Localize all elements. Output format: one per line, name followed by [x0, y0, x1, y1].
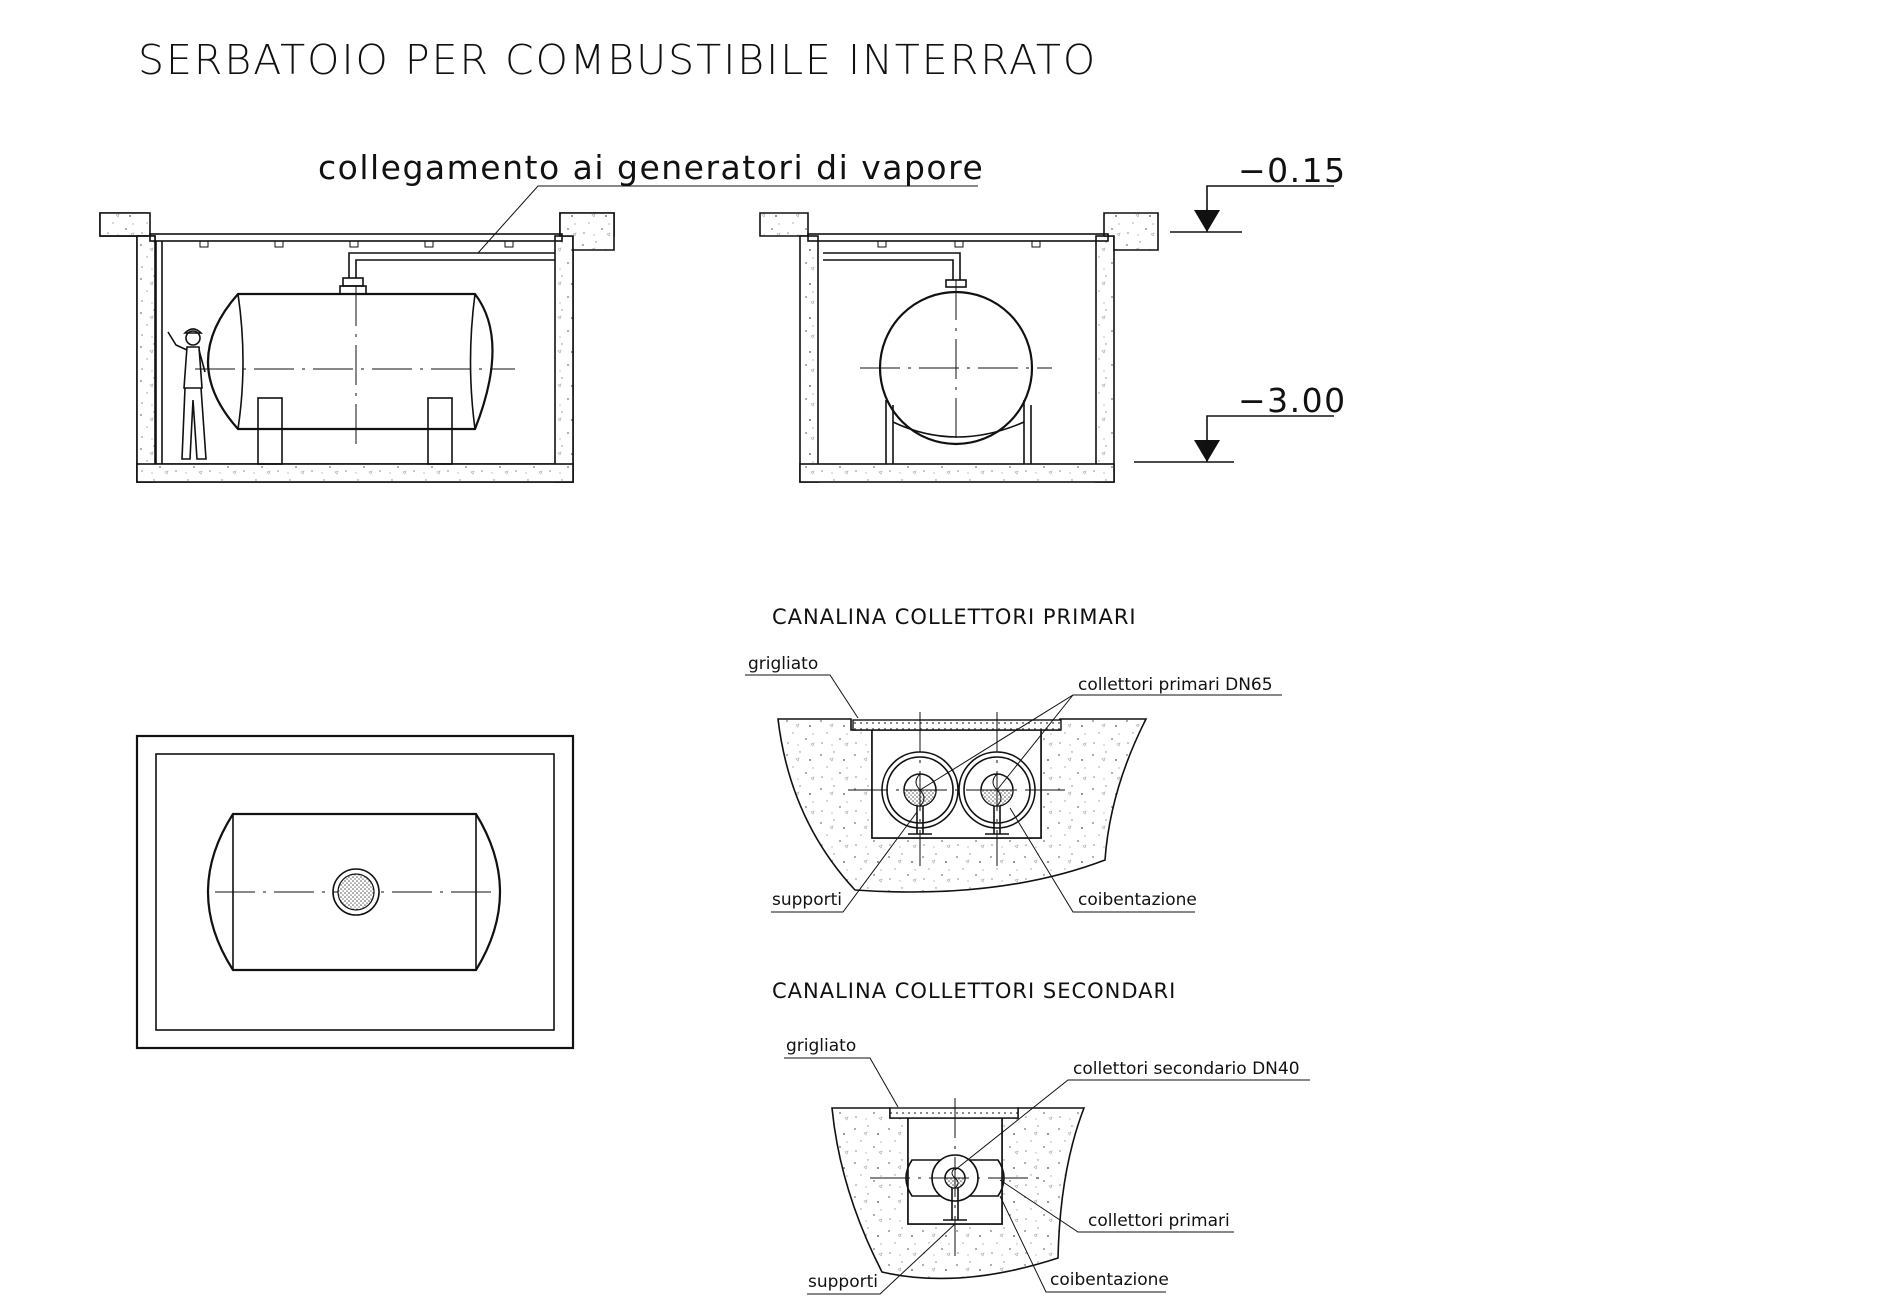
level-marker-bottom: −3.00: [1134, 381, 1347, 463]
cover-ribs-cross: [877, 240, 1041, 248]
secondary-trench: CANALINA COLLETTORI SECONDARI grigliato …: [772, 979, 1310, 1295]
plan-view: [135, 734, 575, 1050]
primary-grating-label: grigliato: [748, 654, 818, 674]
secondary-supports-label: supporti: [808, 1272, 878, 1292]
secondary-primaries-label: collettori primari: [1088, 1211, 1230, 1231]
longitudinal-section: collegamento ai generatori di vapore: [99, 148, 984, 483]
secondary-trench-title: CANALINA COLLETTORI SECONDARI: [772, 979, 1176, 1003]
level-top: −0.15: [1238, 151, 1347, 190]
connection-label: collegamento ai generatori di vapore: [318, 148, 984, 187]
secondary-grating-label: grigliato: [786, 1036, 856, 1056]
primary-collectors-label: collettori primari DN65: [1078, 675, 1273, 695]
person-figure: [167, 328, 207, 460]
primary-supports-label: supporti: [772, 890, 842, 910]
secondary-collectors-label: collettori secondario DN40: [1073, 1059, 1300, 1079]
primary-trench-title: CANALINA COLLETTORI PRIMARI: [772, 605, 1137, 629]
cover-ribs: [199, 240, 514, 248]
level-bottom: −3.00: [1238, 381, 1347, 420]
primary-insulation-label: coibentazione: [1078, 890, 1197, 910]
cross-section: [759, 212, 1159, 483]
primary-trench: CANALINA COLLETTORI PRIMARI grigliato co…: [745, 605, 1282, 913]
drawing-title: SERBATOIO PER COMBUSTIBILE INTERRATO: [138, 36, 1097, 84]
secondary-insulation-label: coibentazione: [1050, 1270, 1169, 1290]
level-marker-top: −0.15: [1170, 151, 1347, 233]
